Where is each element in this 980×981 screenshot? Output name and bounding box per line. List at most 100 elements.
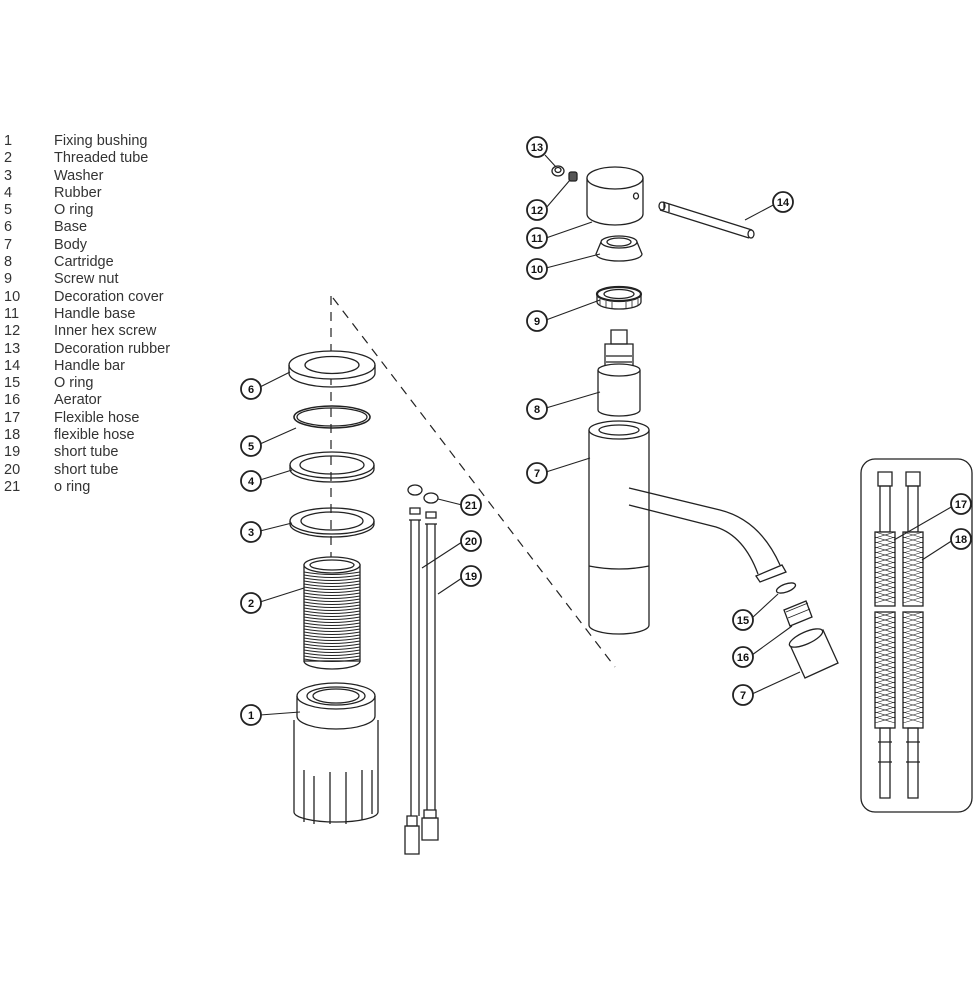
braid-line — [902, 671, 924, 679]
svg-text:20: 20 — [465, 536, 477, 548]
legend-part-name: Aerator — [54, 392, 102, 409]
braid-line — [902, 701, 924, 709]
callout-10: 10 — [526, 258, 548, 280]
callout-11: 11 — [526, 227, 548, 249]
thread-line — [303, 571, 361, 575]
braid-line — [874, 536, 896, 544]
legend-number: 4 — [4, 184, 13, 201]
braid-line — [902, 696, 924, 704]
legend-number: 21 — [4, 478, 21, 495]
svg-text:12: 12 — [531, 205, 543, 217]
braid-line — [874, 626, 896, 634]
legend-part-name: Decoration rubber — [54, 340, 171, 357]
legend-number: 10 — [4, 288, 21, 305]
braid-line — [902, 556, 924, 564]
callout-7: 7 — [526, 462, 548, 484]
braid-line — [902, 666, 924, 674]
part-handle-base — [586, 166, 644, 226]
thread-line — [303, 625, 361, 629]
legend-number: 6 — [4, 219, 13, 236]
part-short-tube-20 — [404, 507, 421, 855]
thread-line — [303, 658, 361, 662]
guide-line-diagonal — [332, 297, 616, 668]
part-fixing-bushing — [293, 682, 379, 824]
part-aerator — [783, 600, 813, 627]
braid-line — [902, 561, 924, 569]
legend-part-name: O ring — [54, 202, 94, 219]
part-cartridge — [597, 329, 641, 417]
braid-line — [874, 696, 896, 704]
braid-line — [902, 681, 924, 689]
thread-line — [303, 574, 361, 578]
braid-line — [874, 706, 896, 714]
braid-line — [874, 586, 896, 594]
braid-line — [874, 571, 896, 579]
legend-number: 15 — [4, 375, 21, 392]
legend-number: 18 — [4, 427, 21, 444]
braid-line — [902, 716, 924, 724]
braid-line — [902, 636, 924, 644]
part-short-tube-19 — [421, 511, 439, 841]
svg-text:19: 19 — [465, 571, 477, 583]
part-screw-nut — [595, 285, 643, 310]
legend-number: 12 — [4, 323, 21, 340]
part-spout-cap — [788, 628, 839, 679]
braid-line — [902, 551, 924, 559]
thread-line — [303, 616, 361, 620]
thread-line — [303, 619, 361, 623]
braid-line — [902, 541, 924, 549]
thread-line — [303, 586, 361, 590]
braid-line — [902, 536, 924, 544]
callout-13: 13 — [526, 136, 548, 158]
thread-line — [303, 637, 361, 641]
legend-part-name: flexible hose — [54, 427, 135, 444]
legend-part-name: Washer — [54, 167, 104, 184]
svg-text:6: 6 — [248, 384, 254, 396]
part-handle-bar — [658, 201, 755, 239]
thread-line — [303, 646, 361, 650]
legend-number: 8 — [4, 254, 13, 271]
legend-part-name: Handle base — [54, 305, 136, 322]
thread-line — [303, 610, 361, 614]
legend-number: 3 — [4, 167, 13, 184]
svg-text:11: 11 — [531, 233, 543, 245]
braid-line — [902, 631, 924, 639]
thread-line — [303, 589, 361, 593]
part-o-ring-15 — [775, 582, 797, 594]
legend-part-name: Inner hex screw — [54, 323, 157, 340]
legend-part-name: short tube — [54, 444, 119, 461]
braid-line — [874, 551, 896, 559]
braid-line — [874, 556, 896, 564]
thread-line — [303, 622, 361, 626]
thread-line — [303, 601, 361, 605]
callout-18: 18 — [950, 528, 972, 550]
braid-line — [874, 581, 896, 589]
thread-line — [303, 643, 361, 647]
svg-text:1: 1 — [248, 710, 254, 722]
braid-line — [902, 571, 924, 579]
braid-line — [874, 681, 896, 689]
part-body — [588, 420, 787, 635]
braid-line — [902, 676, 924, 684]
braid-line — [874, 546, 896, 554]
braid-line — [902, 581, 924, 589]
callout-3: 3 — [240, 521, 262, 543]
svg-text:16: 16 — [737, 652, 749, 664]
braid-line — [902, 611, 924, 619]
svg-text:18: 18 — [955, 534, 967, 546]
legend-number: 1 — [4, 133, 13, 149]
braid-line — [874, 616, 896, 624]
braid-line — [874, 646, 896, 654]
thread-line — [303, 607, 361, 611]
thread-line — [303, 628, 361, 632]
svg-text:4: 4 — [248, 476, 255, 488]
legend-number: 20 — [4, 461, 21, 478]
thread-line — [303, 640, 361, 644]
braid-line — [874, 676, 896, 684]
svg-text:15: 15 — [737, 615, 749, 627]
braid-line — [874, 576, 896, 584]
